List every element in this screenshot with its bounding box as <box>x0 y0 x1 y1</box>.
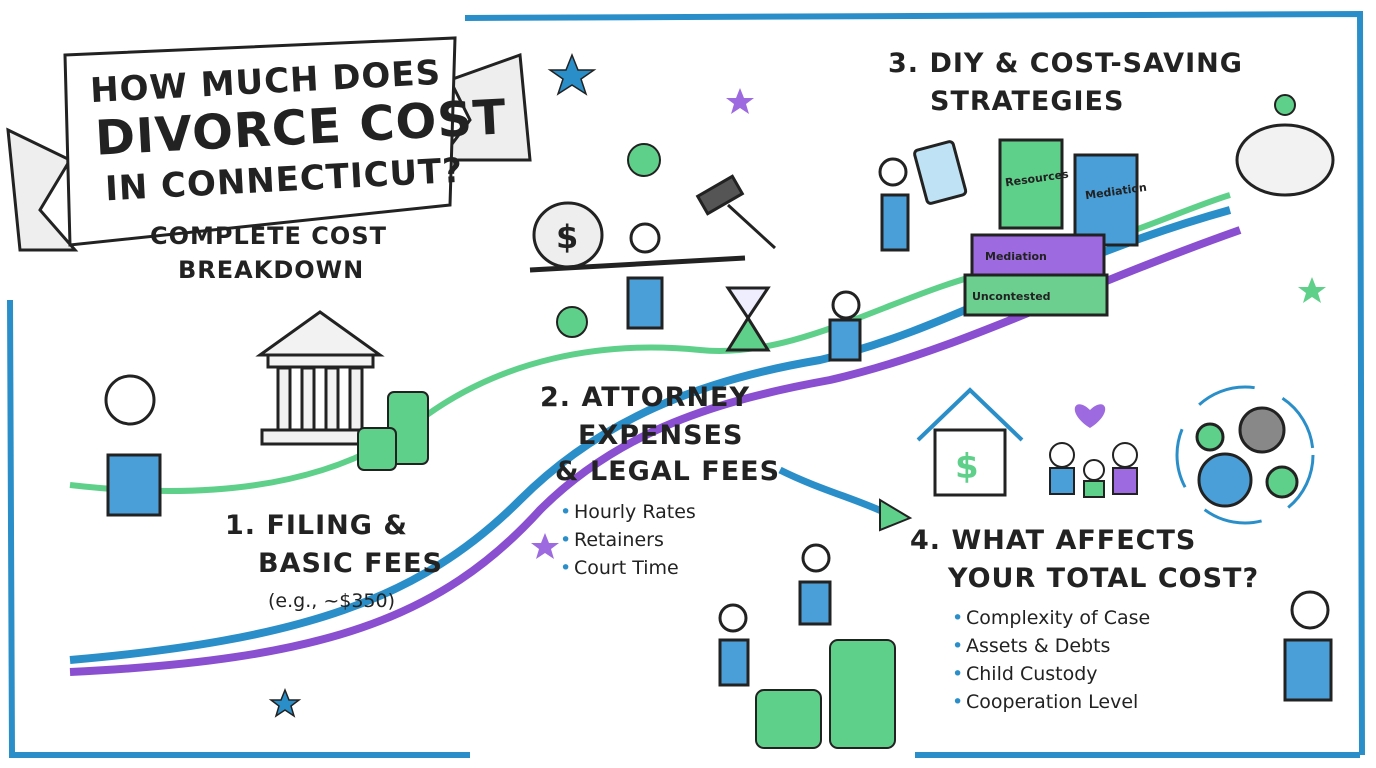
section4-heading: 4. What Affects <box>910 525 1197 556</box>
section1-heading: 1. Filing & <box>225 510 408 541</box>
books <box>963 138 1139 317</box>
section4-heading-2: Your Total Cost? <box>948 563 1260 594</box>
bullet-item: Complexity of Case <box>952 604 1150 632</box>
gavel-icon <box>695 174 777 250</box>
subtitle-line1: Complete Cost <box>150 222 387 250</box>
bullet-item: Retainers <box>560 526 696 554</box>
svg-text:$: $ <box>955 447 979 487</box>
balance-beam <box>529 255 746 273</box>
book-label-mediation-2: Mediation <box>985 250 1047 263</box>
coin-stack-icon <box>357 391 896 749</box>
book-label-uncontested: Uncontested <box>972 290 1051 303</box>
svg-text:$: $ <box>556 218 578 256</box>
star-icon <box>726 88 754 114</box>
arrow-to-section4 <box>778 466 892 519</box>
family-icon <box>1049 442 1138 498</box>
section4-bullets: Complexity of Case Assets & Debts Child … <box>952 604 1150 716</box>
section3-heading-2: Strategies <box>930 86 1125 117</box>
heart-icon <box>1074 404 1106 428</box>
coin-icon <box>627 143 661 177</box>
star-icon <box>1298 277 1326 303</box>
hourglass-icon <box>725 286 771 352</box>
stick-figures <box>104 157 1333 702</box>
section1-heading-2: Basic Fees <box>258 548 443 579</box>
bullet-item: Hourly Rates <box>560 498 696 526</box>
tablet-icon <box>913 140 968 205</box>
piggy-bank-icon <box>1235 94 1335 197</box>
section3-heading: 3. DIY & Cost-Saving <box>888 48 1243 79</box>
section2-bullets: Hourly Rates Retainers Court Time <box>560 498 696 582</box>
bullet-item: Cooperation Level <box>952 688 1150 716</box>
bullet-item: Court Time <box>560 554 696 582</box>
title-banner <box>6 36 532 252</box>
courthouse-icon <box>255 310 385 446</box>
section2-heading: 2. Attorney <box>540 382 751 413</box>
star-icon <box>268 52 597 718</box>
money-bag-icon: $ <box>532 201 604 269</box>
bullet-item: Child Custody <box>952 660 1150 688</box>
house-dollar-icon: $ <box>916 387 1024 497</box>
gears-icon <box>1175 385 1315 525</box>
section2-heading-3: & Legal Fees <box>555 456 781 487</box>
frame-border <box>7 10 1365 758</box>
star-icon <box>531 533 559 559</box>
bullet-item: Assets & Debts <box>952 632 1150 660</box>
coin-icon <box>556 306 588 338</box>
section2-heading-2: Expenses <box>578 420 744 451</box>
section1-note: (e.g., ~$350) <box>268 590 396 612</box>
subtitle-line2: Breakdown <box>178 256 365 284</box>
